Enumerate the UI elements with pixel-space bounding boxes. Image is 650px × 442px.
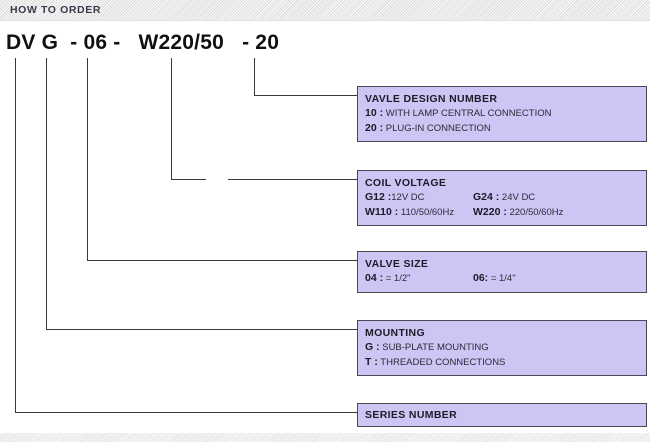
callout-row: G : SUB-PLATE MOUNTING — [365, 340, 646, 355]
leader-line-series-vertical — [15, 58, 16, 413]
callout-title: VAVLE DESIGN NUMBER — [365, 93, 498, 105]
option-text: = 1/2" — [383, 273, 411, 284]
option-text: WITH LAMP CENTRAL CONNECTION — [383, 108, 552, 119]
leader-line-mounting-horizontal — [46, 329, 358, 330]
callout-row: T : THREADED CONNECTIONS — [365, 355, 646, 370]
callout-valve-size: VALVE SIZE 04 : = 1/2" 06: = 1/4" — [357, 251, 647, 293]
option-code: G12 : — [365, 191, 392, 203]
leader-line-series-horizontal — [15, 412, 358, 413]
option-right: 06: = 1/4" — [473, 271, 516, 286]
callout-title: SERIES NUMBER — [365, 409, 458, 421]
option-code: 06: — [473, 272, 489, 284]
option-code: 10 : — [365, 107, 384, 119]
option-text: 110/50/60Hz — [398, 207, 455, 218]
option-code: W220 : — [473, 206, 507, 218]
option-code: G : — [365, 341, 380, 353]
option-code: T : — [365, 356, 378, 368]
option-text: PLUG-IN CONNECTION — [383, 123, 491, 134]
option-text: SUB-PLATE MOUNTING — [379, 342, 489, 353]
leader-line-coil-voltage-horizontal-a — [171, 179, 206, 180]
callout-row: W110 : 110/50/60Hz W220 : 220/50/60Hz — [365, 205, 646, 220]
leader-line-coil-voltage-horizontal-b — [228, 179, 358, 180]
callout-mounting: MOUNTING G : SUB-PLATE MOUNTING T : THRE… — [357, 320, 647, 376]
page-title: HOW TO ORDER — [10, 4, 102, 16]
leader-line-mounting-vertical — [46, 58, 47, 330]
option-left: W110 : 110/50/60Hz — [365, 205, 473, 220]
callout-row: 20 : PLUG-IN CONNECTION — [365, 121, 646, 136]
option-right: G24 : 24V DC — [473, 190, 535, 205]
callout-row: G12 :12V DC G24 : 24V DC — [365, 190, 646, 205]
callout-row: 04 : = 1/2" 06: = 1/4" — [365, 271, 646, 286]
callout-row: 10 : WITH LAMP CENTRAL CONNECTION — [365, 106, 646, 121]
option-right: W220 : 220/50/60Hz — [473, 205, 563, 220]
footer-bar — [0, 433, 650, 442]
option-text: = 1/4" — [488, 273, 516, 284]
option-code: 20 : — [365, 122, 384, 134]
option-code: 04 : — [365, 272, 384, 284]
option-text: THREADED CONNECTIONS — [377, 357, 506, 368]
header-bar: HOW TO ORDER — [0, 0, 650, 21]
callout-series-number: SERIES NUMBER — [357, 403, 647, 427]
option-text: 24V DC — [499, 192, 536, 203]
callout-title: COIL VOLTAGE — [365, 177, 447, 189]
callout-coil-voltage: COIL VOLTAGE G12 :12V DC G24 : 24V DC W1… — [357, 170, 647, 226]
leader-line-coil-voltage-vertical — [171, 58, 172, 180]
option-code: G24 : — [473, 191, 500, 203]
option-text: 12V DC — [391, 192, 425, 203]
callout-valve-design-number: VAVLE DESIGN NUMBER 10 : WITH LAMP CENTR… — [357, 86, 647, 142]
leader-line-valve-design-vertical — [254, 58, 255, 96]
leader-line-valve-size-horizontal — [87, 260, 358, 261]
leader-line-valve-size-vertical — [87, 58, 88, 261]
order-code-string: DV G - 06 - W220/50 - 20 — [6, 31, 280, 54]
option-text: 220/50/60Hz — [506, 207, 564, 218]
leader-line-valve-design-horizontal — [254, 95, 358, 96]
option-code: W110 : — [365, 206, 399, 218]
option-left: G12 :12V DC — [365, 190, 473, 205]
callout-title: MOUNTING — [365, 327, 425, 339]
option-left: 04 : = 1/2" — [365, 271, 473, 286]
callout-title: VALVE SIZE — [365, 258, 429, 270]
